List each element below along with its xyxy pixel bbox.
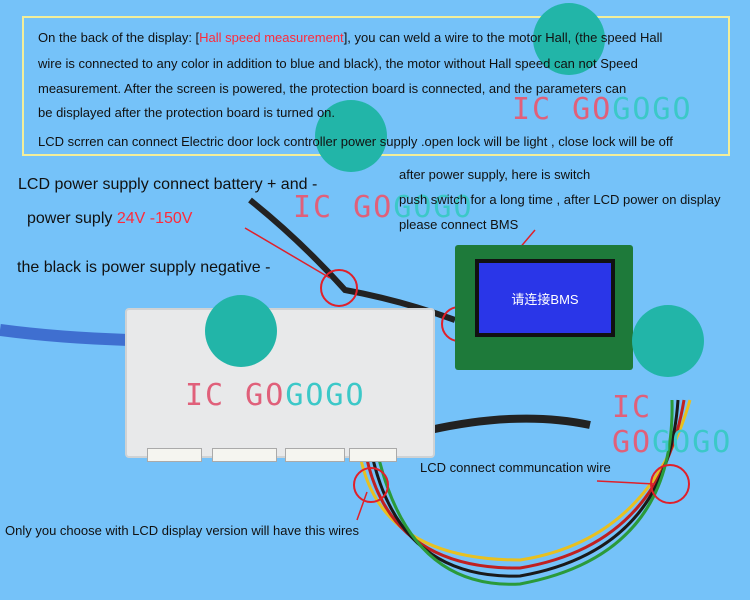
watermark: IC GOGOGO <box>512 92 693 127</box>
info-line-2: wire is connected to any color in additi… <box>38 56 638 71</box>
circuit-logo-icon <box>533 3 605 75</box>
voltage-range: 24V -150V <box>116 210 193 227</box>
switch-label-3: please connect BMS <box>399 217 519 232</box>
power-connect-label: LCD power supply connect battery + and - <box>18 176 318 193</box>
arrow <box>356 491 368 521</box>
switch-label-2: push switch for a long time , after LCD … <box>399 192 721 207</box>
connector <box>285 448 345 462</box>
info-line-4: be displayed after the protection board … <box>38 105 336 120</box>
circuit-logo-icon <box>632 305 704 377</box>
watermark-text: IC GO <box>293 190 394 225</box>
info-line-3: measurement. After the screen is powered… <box>38 81 627 96</box>
highlight-circle <box>320 269 358 307</box>
watermark-text: GOGO <box>285 378 366 413</box>
info-line-1: On the back of the display: [Hall speed … <box>38 30 662 45</box>
yellow-wire <box>358 399 692 562</box>
watermark-text: IC GO <box>612 390 653 460</box>
blue-cable <box>0 324 131 346</box>
watermark-text: IC GO <box>512 92 613 127</box>
circuit-logo-icon <box>205 295 277 367</box>
lcd-version-label: Only you choose with LCD display version… <box>5 523 360 538</box>
lcd-display-module: 请连接BMS <box>455 245 633 370</box>
red-wire <box>364 399 686 570</box>
power-supply-label: power suply 24V -150V <box>27 210 192 228</box>
arrow <box>596 480 656 485</box>
watermark-text: GOGO <box>393 190 474 225</box>
power-supply-text: power suply <box>27 210 117 227</box>
bms-protection-board <box>125 308 435 462</box>
comm-wire-label: LCD connect communcation wire <box>420 460 611 475</box>
arrow <box>244 227 331 279</box>
green-wire <box>376 399 674 586</box>
circuit-logo-icon <box>315 100 387 172</box>
watermark: IC GOGOGO <box>293 190 474 225</box>
watermark: IC GOGOGO <box>612 390 750 460</box>
black-cable <box>429 414 591 434</box>
connector <box>147 448 202 462</box>
watermark-text: GOGO <box>612 92 693 127</box>
info-text: On the back of the display: [ <box>38 30 200 45</box>
switch-label-1: after power supply, here is switch <box>399 167 591 182</box>
hall-highlight: Hall speed measurement <box>199 30 344 45</box>
highlight-circle <box>353 467 389 503</box>
connector <box>349 448 397 462</box>
info-line-5: LCD scrren can connect Electric door loc… <box>38 134 673 149</box>
lcd-screen: 请连接BMS <box>475 259 615 337</box>
info-text: ], you can weld a wire to the motor Hall… <box>343 30 663 45</box>
black-negative-label: the black is power supply negative - <box>17 259 271 276</box>
watermark-text: GOGO <box>652 425 733 460</box>
watermark-text: IC GO <box>185 378 286 413</box>
connector <box>212 448 277 462</box>
watermark: IC GOGOGO <box>185 378 366 413</box>
